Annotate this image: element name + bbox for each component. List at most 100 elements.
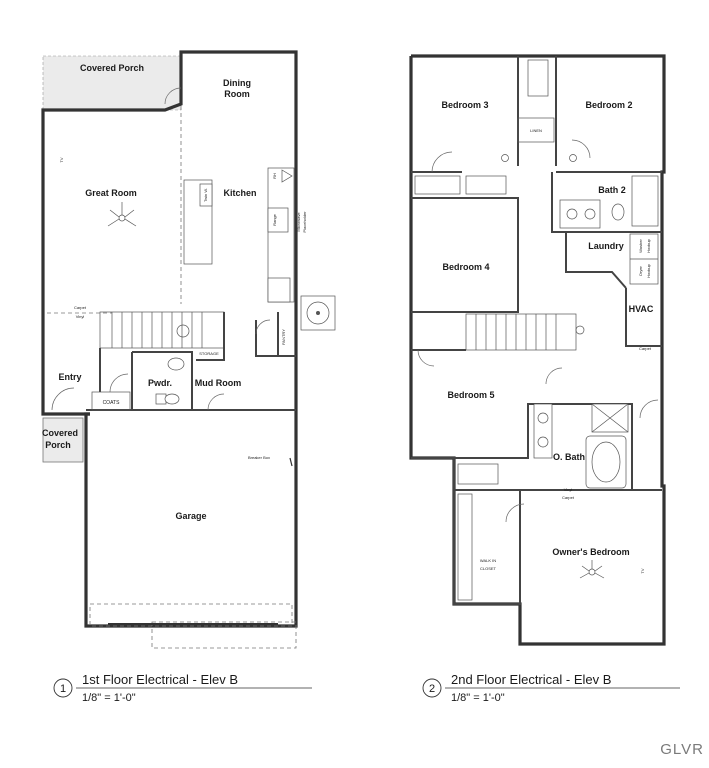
powder-wall [132, 351, 193, 410]
stair-treads [475, 314, 557, 350]
refrigerator [267, 277, 291, 303]
soaking-tub [585, 435, 627, 489]
label-walk-in-closet-2: CLOSET [480, 566, 497, 571]
bathtub [631, 175, 659, 227]
room-dining-line1: Dining [223, 78, 251, 88]
exterior-wall [41, 56, 183, 416]
door-swing [571, 139, 591, 159]
caption-scale: 1/8" = 1'-0" [451, 692, 505, 704]
caption-scale: 1/8" = 1'-0" [82, 692, 136, 704]
room-garage: Garage [175, 511, 206, 521]
room-pwdr: Pwdr. [148, 378, 172, 388]
caption-second-floor: 2 2nd Floor Electrical - Elev B 1/8" = 1… [422, 672, 680, 704]
room-bedroom5: Bedroom 5 [447, 390, 494, 400]
room-covered-porch-top: Covered Porch [80, 63, 144, 73]
caption-number: 1 [60, 683, 66, 695]
room-dining-line2: Room [224, 89, 250, 99]
room-great-room: Great Room [85, 188, 137, 198]
sink [199, 183, 213, 207]
label-rh: RH [272, 173, 277, 179]
room-laundry: Laundry [588, 241, 624, 251]
label-storage: STORAGE [199, 351, 219, 356]
room-mud-room: Mud Room [195, 378, 242, 388]
label-twin-w: Twin W. [203, 188, 208, 202]
garage-wall [84, 408, 298, 628]
ceiling-fan-icon [107, 202, 137, 227]
door-swing [417, 349, 435, 367]
ac-fan-icon [306, 301, 330, 325]
range-hood-icon [281, 169, 293, 183]
label-pantry: PANTRY [281, 329, 286, 345]
caption-title: 1st Floor Electrical - Elev B [82, 672, 238, 687]
label-walk-in-closet-1: WALK IN [480, 558, 496, 563]
range [267, 207, 289, 233]
label-microwave: Microwave [296, 212, 301, 232]
door-swing [431, 151, 453, 173]
room-bath2: Bath 2 [598, 185, 626, 195]
label-vinyl: Vinyl [564, 487, 573, 492]
door-swing [109, 373, 129, 393]
door-swing [639, 399, 659, 419]
label-linen: LINEN [530, 128, 542, 133]
covered-porch-top-area [42, 55, 182, 111]
room-bedroom3: Bedroom 3 [441, 100, 488, 110]
bedroom5-wall [411, 403, 633, 490]
smoke-detector-icon [501, 154, 509, 162]
vanity [559, 199, 601, 229]
sink-icon [584, 208, 596, 220]
covered-porch-side-area [42, 417, 84, 463]
tub-basin [591, 441, 621, 483]
room-owners-bedroom: Owner's Bedroom [552, 547, 629, 557]
lavatory [167, 357, 185, 371]
label-range: Range [272, 213, 277, 226]
garage-door-line [89, 603, 293, 627]
label-coats: COATS [103, 400, 121, 406]
caption-number-circle [422, 678, 442, 698]
label-washer: Washer [638, 239, 643, 253]
closet-shelf [457, 493, 473, 601]
sink-icon [566, 208, 578, 220]
stair-2f [465, 313, 577, 351]
closet-wall [453, 458, 521, 605]
closet [527, 59, 549, 97]
toilet-room [457, 463, 499, 485]
smoke-detector-icon [569, 154, 577, 162]
label-dryer: Dryer [638, 265, 643, 275]
stair-treads [111, 312, 203, 348]
label-vinyl: Vinyl [76, 314, 85, 319]
laundry-wall [565, 232, 627, 289]
pantry-door-swing [255, 319, 271, 335]
room-bedroom4: Bedroom 4 [442, 262, 489, 272]
label-tv: TV [640, 568, 645, 573]
room-obath: O. Bath [553, 452, 585, 462]
storage-wall [196, 312, 225, 361]
caption-number: 2 [429, 683, 435, 695]
breaker-box [289, 457, 293, 467]
ac-fan-hub [316, 311, 320, 315]
door-swing [505, 503, 525, 523]
ceiling-fan-icon [579, 560, 605, 579]
watermark-logo: GLVR [660, 741, 704, 758]
room-covered-porch-side-line2: Porch [45, 440, 71, 450]
bath2-wall [551, 172, 662, 233]
entry-door-swing [51, 387, 75, 411]
label-dryer-2: Hookup [646, 263, 651, 278]
label-carpet: Carpet [562, 495, 575, 500]
bedroom4-wall [411, 197, 519, 313]
newel-post [575, 325, 585, 335]
toilet-icon [611, 203, 625, 221]
label-tv: TV [59, 157, 64, 162]
door-swing [545, 367, 563, 385]
coats-closet [91, 391, 131, 411]
label-washer-2: Hookup [646, 238, 651, 253]
hvac-wall [625, 288, 662, 347]
linen-closet [517, 117, 555, 143]
shower-x [591, 403, 629, 433]
toilet-bowl [164, 393, 180, 405]
closet [414, 175, 461, 195]
label-breaker-box: Breaker Box [248, 455, 270, 460]
room-covered-porch-side-line1: Covered [42, 428, 78, 438]
second-floor-plan: Bedroom 3 Bedroom 2 Bath 2 Bedroom 4 Lau… [409, 54, 666, 646]
label-carpet: Carpet [74, 305, 87, 310]
sink-icon [537, 412, 549, 424]
